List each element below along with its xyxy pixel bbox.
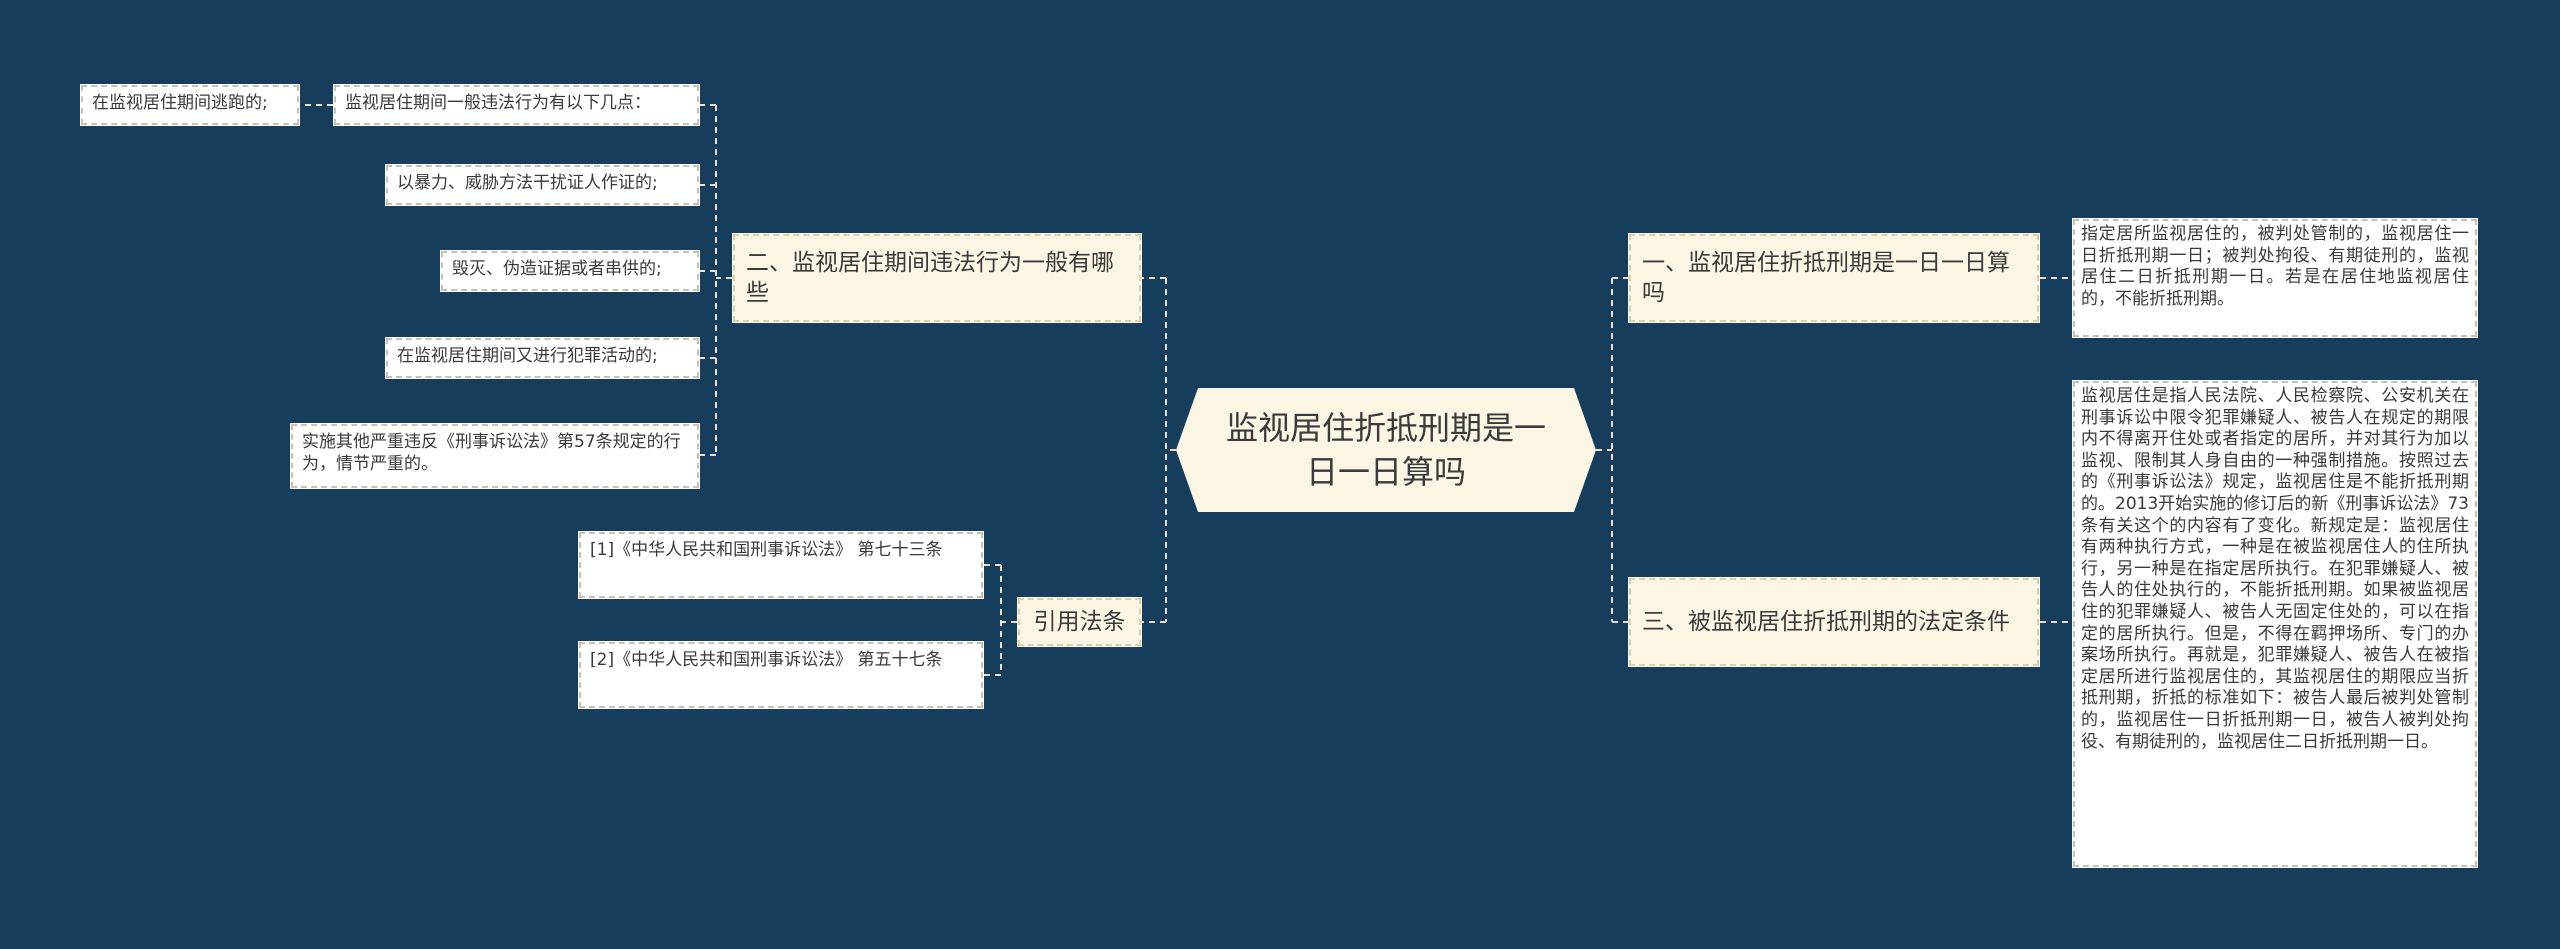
branch-violations-label: 二、监视居住期间违法行为一般有哪些 xyxy=(746,250,1114,306)
branch-violations[interactable]: 二、监视居住期间违法行为一般有哪些 xyxy=(732,233,1142,323)
branch-legal-conditions-label: 三、被监视居住折抵刑期的法定条件 xyxy=(1642,609,2010,635)
violation-intro-label: 监视居住期间一般违法行为有以下几点： xyxy=(345,93,651,113)
connector-center-right xyxy=(1596,277,1628,623)
violation-other-label: 实施其他严重违反《刑事诉讼法》第57条规定的行为，情节严重的。 xyxy=(302,432,681,474)
central-topic[interactable]: 监视居住折抵刑期是一日一日算吗 xyxy=(1176,388,1596,512)
legal-conditions-detail-text: 监视居住是指人民法院、人民检察院、公安机关在刑事诉讼中限令犯罪嫌疑人、被告人在规… xyxy=(2081,386,2469,752)
branch-citations[interactable]: 引用法条 xyxy=(1017,597,1142,647)
violation-violence-leaf[interactable]: 以暴力、威胁方法干扰证人作证的; xyxy=(385,164,700,206)
connector-branch1-leaves xyxy=(700,104,732,456)
violation-evidence-label: 毁灭、伪造证据或者串供的; xyxy=(452,259,662,279)
offset-question-detail[interactable]: 指定居所监视居住的，被判处管制的，监视居住一日折抵刑期一日；被判处拘役、有期徒刑… xyxy=(2072,218,2478,338)
offset-question-detail-text: 指定居所监视居住的，被判处管制的，监视居住一日折抵刑期一日；被判处拘役、有期徒刑… xyxy=(2081,224,2469,309)
branch-legal-conditions[interactable]: 三、被监视居住折抵刑期的法定条件 xyxy=(1628,577,2040,667)
connector-branch2-leaves xyxy=(984,564,1017,676)
violation-crime-leaf[interactable]: 在监视居住期间又进行犯罪活动的; xyxy=(385,337,700,379)
citation-1-leaf[interactable]: [1]《中华人民共和国刑事诉讼法》 第七十三条 xyxy=(578,531,984,599)
legal-conditions-detail[interactable]: 监视居住是指人民法院、人民检察院、公安机关在刑事诉讼中限令犯罪嫌疑人、被告人在规… xyxy=(2072,380,2478,868)
violation-crime-label: 在监视居住期间又进行犯罪活动的; xyxy=(397,346,658,366)
violation-other-leaf[interactable]: 实施其他严重违反《刑事诉讼法》第57条规定的行为，情节严重的。 xyxy=(290,423,700,489)
escape-leaf[interactable]: 在监视居住期间逃跑的; xyxy=(80,84,300,126)
citation-2-leaf[interactable]: [2]《中华人民共和国刑事诉讼法》 第五十七条 xyxy=(578,641,984,709)
central-topic-label: 监视居住折抵刑期是一日一日算吗 xyxy=(1225,409,1546,491)
branch-offset-question-label: 一、监视居住折抵刑期是一日一日算吗 xyxy=(1642,250,2010,306)
citation-1-label: [1]《中华人民共和国刑事诉讼法》 第七十三条 xyxy=(590,540,943,560)
escape-label: 在监视居住期间逃跑的; xyxy=(92,93,268,113)
violation-violence-label: 以暴力、威胁方法干扰证人作证的; xyxy=(397,173,658,193)
citation-2-label: [2]《中华人民共和国刑事诉讼法》 第五十七条 xyxy=(590,650,943,670)
branch-citations-label: 引用法条 xyxy=(1033,609,1126,635)
violation-evidence-leaf[interactable]: 毁灭、伪造证据或者串供的; xyxy=(440,250,700,292)
violation-intro-leaf[interactable]: 监视居住期间一般违法行为有以下几点： xyxy=(333,84,700,126)
branch-offset-question[interactable]: 一、监视居住折抵刑期是一日一日算吗 xyxy=(1628,233,2040,323)
connector-center-left xyxy=(1142,277,1176,623)
